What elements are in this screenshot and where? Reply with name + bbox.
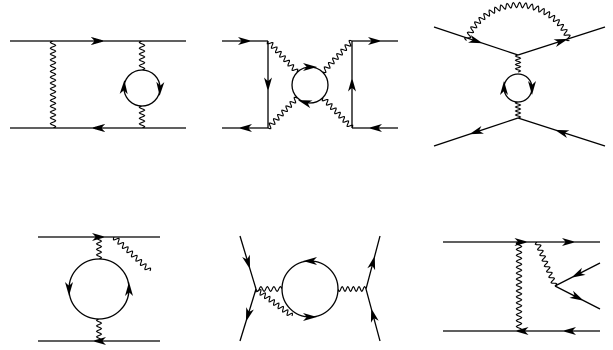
- photon-tl: [266, 40, 299, 73]
- photon-emitted: [254, 288, 294, 317]
- upper-right-fermion-arrow-icon: [367, 255, 376, 271]
- pair-upper-fermion-arrow-icon: [571, 267, 586, 278]
- photon-tr: [322, 39, 353, 74]
- fermion-loop-arrow-icon: [119, 80, 128, 95]
- fermion-loop-arrow-icon: [156, 81, 165, 96]
- photon-arc: [463, 1, 571, 42]
- lower-right-fermion-arrow-icon: [554, 129, 570, 138]
- diagram-3: [433, 1, 606, 147]
- top-fermion-arrow2-icon: [562, 238, 576, 246]
- lower-right-fermion-arrow-icon: [370, 308, 379, 323]
- photon-emitted: [534, 241, 558, 287]
- fermion-loop-arrow-icon: [528, 81, 536, 95]
- fermion-loop-arrow-icon: [65, 282, 73, 296]
- diagram-5: [239, 235, 381, 342]
- photon-emitted: [112, 236, 152, 272]
- fermion-loop-arrow-icon: [500, 81, 508, 95]
- bottom-left-fermion-arrow-icon: [238, 124, 252, 132]
- photon-exchange: [515, 241, 523, 332]
- photon-lower: [514, 101, 522, 119]
- diagram-4: [38, 233, 160, 345]
- fermion-loop: [123, 69, 161, 107]
- fermion-loop-arrow-icon: [303, 63, 317, 71]
- fermion-loop-arrow-icon: [297, 100, 313, 109]
- fermion-loop: [503, 73, 533, 103]
- fermion-loop: [281, 260, 339, 318]
- fermion-loop-arrow-icon: [303, 313, 317, 321]
- left-vertical-fermion-arrow-icon: [264, 77, 272, 92]
- pair-lower-fermion-arrow-icon: [569, 290, 584, 301]
- bottom-fermion-arrow2-icon: [91, 124, 105, 132]
- upper-left-fermion-arrow-icon: [468, 34, 483, 44]
- photon-right: [337, 285, 367, 293]
- photon-upper: [138, 40, 146, 71]
- fermion-loop: [68, 258, 130, 320]
- photon-br: [321, 97, 354, 129]
- upper-right-fermion-arrow-icon: [553, 38, 569, 47]
- fermion-loop-arrow-icon: [303, 257, 317, 265]
- upper-left-fermion-arrow-icon: [242, 254, 251, 270]
- photon-lower: [95, 318, 103, 342]
- photon-upper: [95, 236, 103, 260]
- top-left-fermion-arrow-icon: [238, 37, 252, 45]
- photon-bl: [267, 96, 298, 130]
- diagram-6: [443, 238, 601, 335]
- photon-left: [255, 285, 283, 293]
- top-fermion-arrow2-icon: [91, 37, 105, 45]
- lower-left-fermion-arrow-icon: [469, 125, 484, 135]
- bottom-fermion-line-arrow-icon: [514, 327, 529, 335]
- fermion-loop: [291, 66, 329, 104]
- top-right-fermion-arrow-icon: [368, 37, 382, 45]
- fermion-loop-arrow-icon: [125, 282, 133, 296]
- photon-lower: [138, 105, 146, 129]
- bottom-fermion-arrow2-icon: [562, 327, 576, 335]
- diagram-1: [10, 37, 186, 132]
- bottom-right-fermion-arrow-icon: [368, 124, 382, 132]
- right-vertical-fermion-arrow-icon: [348, 77, 356, 92]
- photon-exchange: [49, 40, 57, 129]
- diagram-2: [222, 37, 398, 132]
- lower-left-fermion-arrow-icon: [245, 307, 254, 322]
- photon-upper: [514, 54, 522, 73]
